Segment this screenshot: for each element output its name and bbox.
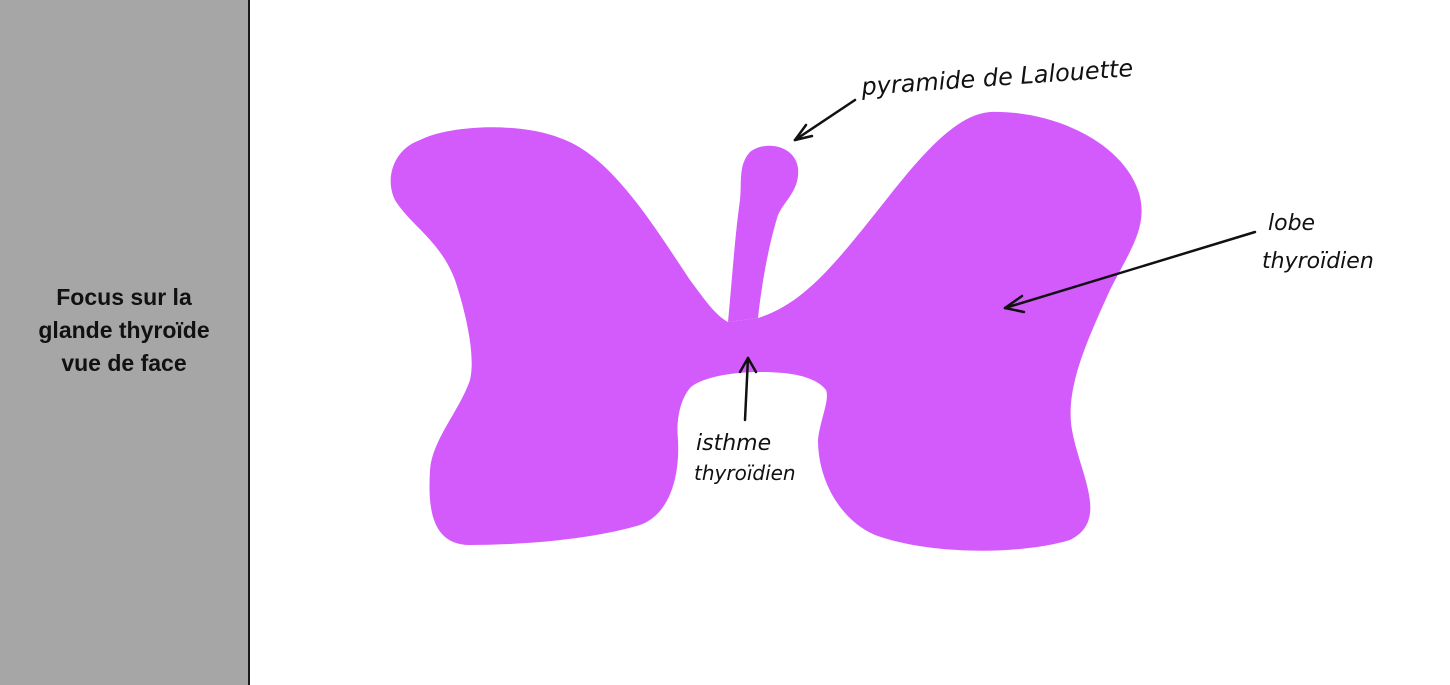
lobe-label-line2: thyroïdien <box>1262 249 1374 274</box>
pyramid-shape <box>728 145 799 322</box>
pyramid-arrow <box>793 98 857 142</box>
lobe-label-line1: lobe <box>1268 211 1315 236</box>
isthmus-label-line1: isthme <box>696 431 771 456</box>
title-line-2: glande thyroïde <box>38 316 210 343</box>
pyramid-label: pyramide de Lalouette <box>859 54 1134 101</box>
isthmus-arrow <box>738 356 758 422</box>
title-line-1: Focus sur la <box>56 283 192 310</box>
lobe-arrow <box>1003 230 1257 314</box>
thyroid-gland-shape <box>390 111 1142 551</box>
page-title: Focus sur la glande thyroïde vue de face <box>9 281 239 380</box>
isthmus-label-line2: thyroïdien <box>694 461 796 485</box>
sidebar-panel: Focus sur la glande thyroïde vue de face <box>0 0 250 685</box>
title-line-3: vue de face <box>61 349 187 376</box>
